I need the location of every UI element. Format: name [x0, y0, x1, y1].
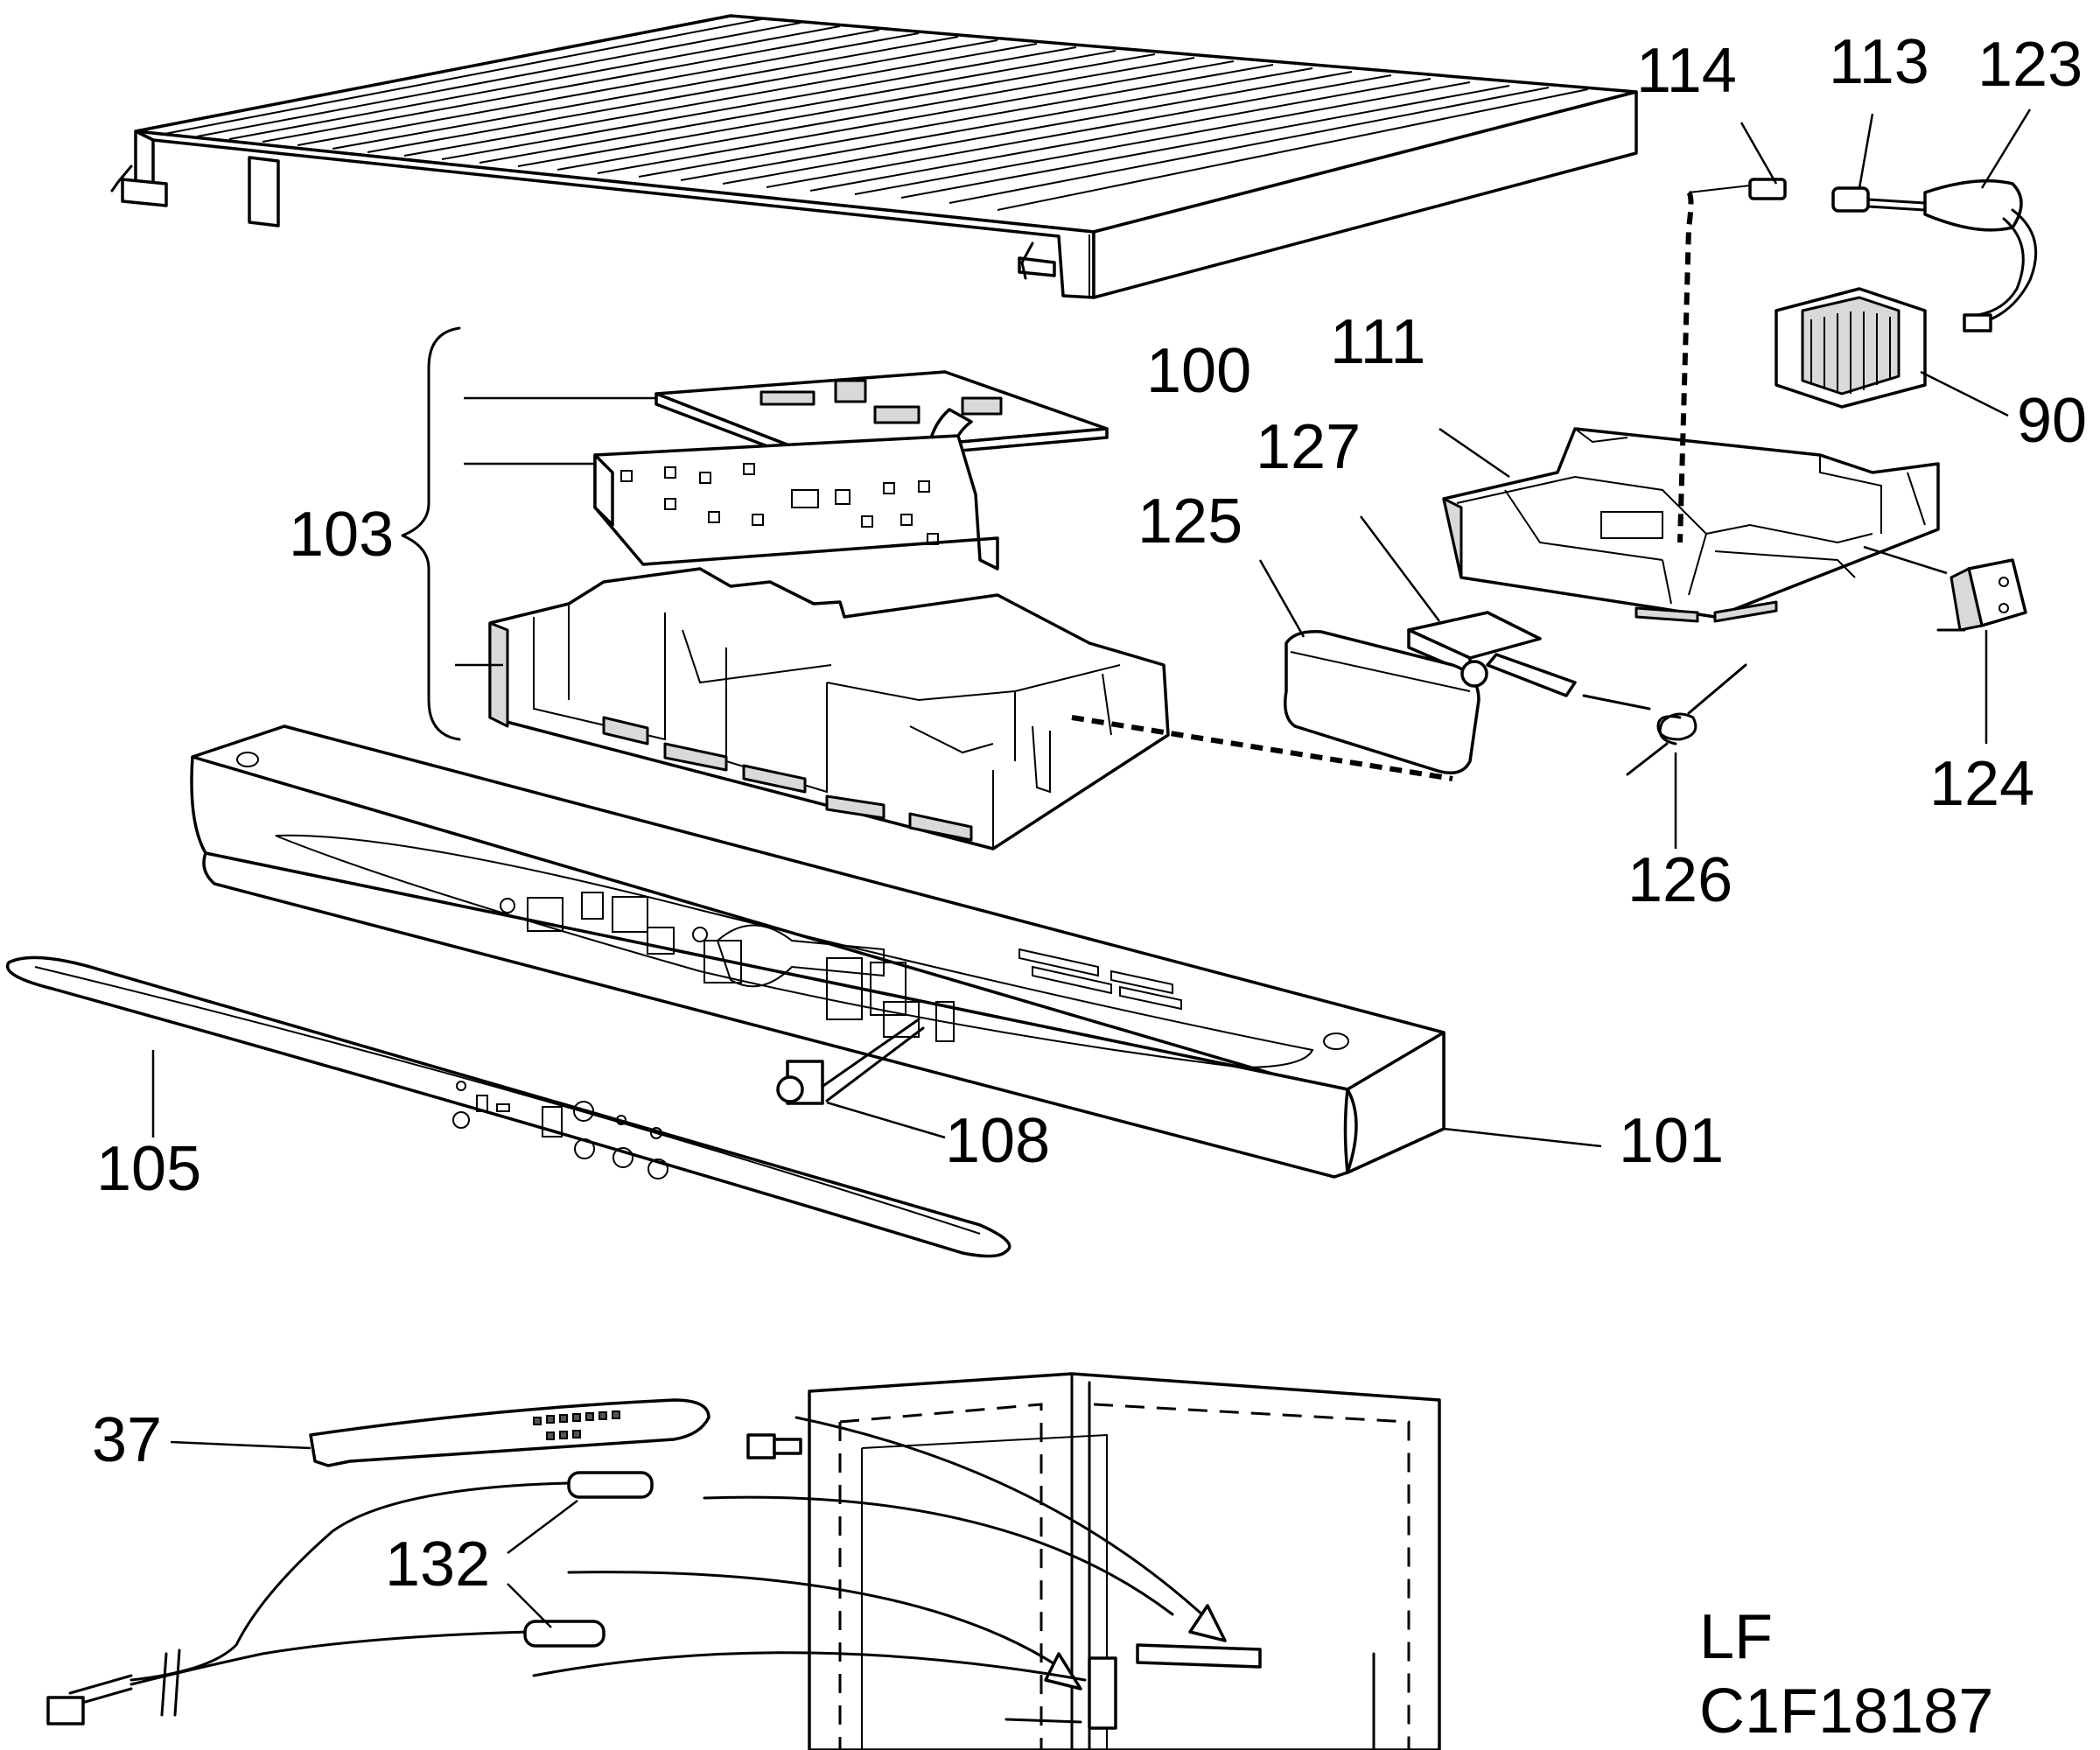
callout-114: 114 [1636, 36, 1737, 106]
callout-105: 105 [96, 1134, 201, 1204]
callout-127: 127 [1256, 412, 1361, 482]
part-108-knob [776, 1018, 946, 1139]
callout-113: 113 [1829, 27, 1929, 97]
cabinet-outline [808, 1372, 1441, 1750]
callout-132: 132 [385, 1530, 490, 1600]
callout-103: 103 [289, 500, 394, 570]
callout-100: 100 [1146, 336, 1251, 406]
part-125-handle [1258, 559, 1577, 775]
part-101-control-fascia [190, 724, 1602, 1179]
part-127-cover [1360, 515, 1542, 676]
part-90-transformer [1774, 287, 2009, 417]
callout-125: 125 [1138, 486, 1242, 556]
callout-123: 123 [1978, 30, 2082, 100]
installation-arrows [532, 1416, 1227, 1724]
part-126-spring [1582, 663, 1747, 849]
part-124-bracket [1863, 545, 2027, 744]
callout-101: 101 [1619, 1106, 1724, 1176]
part-105-lens [5, 956, 1012, 1258]
part-132-sensor-cable [46, 1471, 654, 1726]
callout-111: 111 [1330, 307, 1425, 377]
callout-labels: 100 101 103 105 108 111 113 114 123 124 … [92, 27, 2087, 1600]
callout-124: 124 [1929, 749, 2034, 819]
part-114-113-123-lamp-assembly [1677, 108, 2038, 543]
part-100-shelf [110, 14, 1638, 299]
part-37-probe-holder [170, 1398, 802, 1467]
reference-line-2: C1F18187 [1699, 1676, 1993, 1746]
callout-108: 108 [945, 1106, 1050, 1176]
part-103-control-assembly [401, 326, 1170, 850]
reference-line-1: LF [1699, 1602, 1773, 1672]
callout-126: 126 [1628, 845, 1732, 915]
callout-90: 90 [2017, 386, 2087, 456]
callout-37: 37 [92, 1405, 162, 1475]
reference-code: LF C1F18187 [1699, 1602, 1993, 1746]
part-111-main-housing [1438, 427, 1940, 623]
